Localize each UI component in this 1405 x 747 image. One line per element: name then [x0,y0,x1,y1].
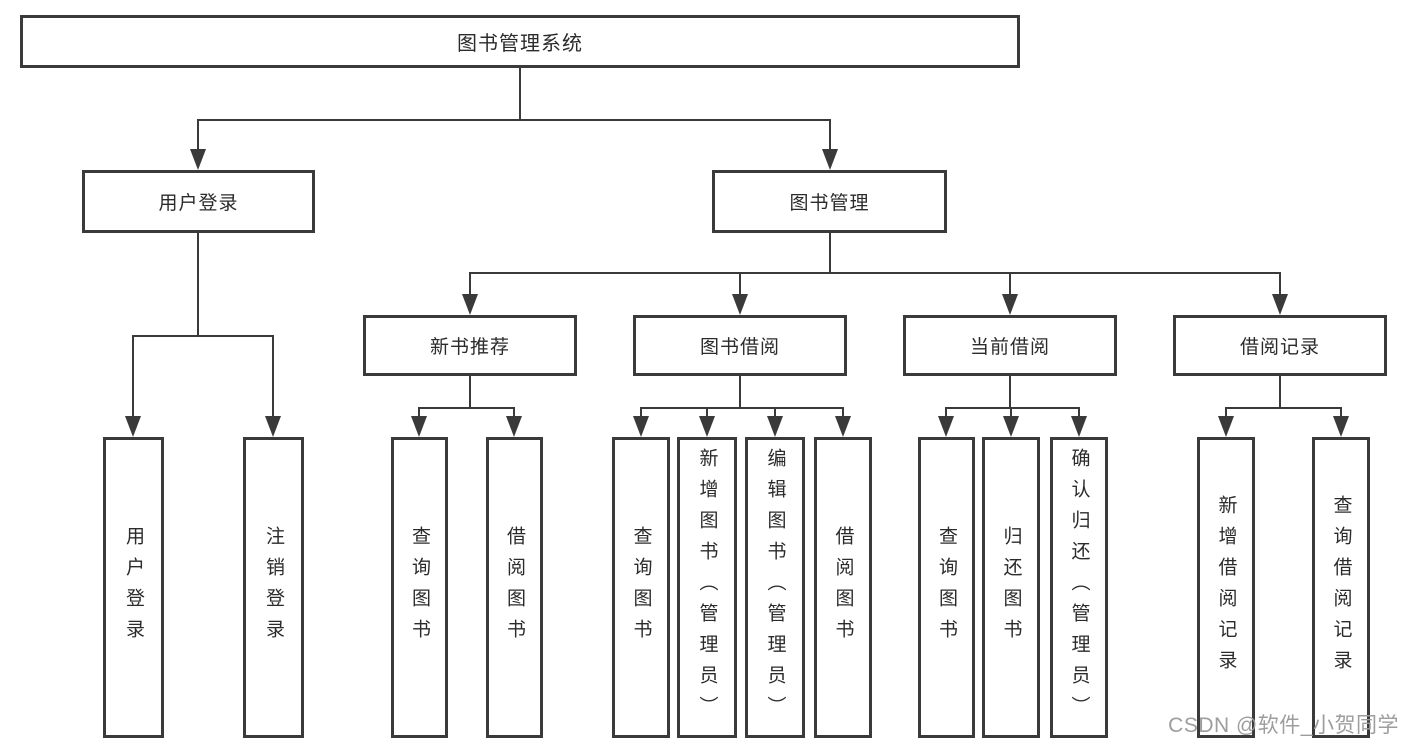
arrowhead-down-icon [190,149,206,170]
connector-hline [1225,407,1341,409]
arrowhead-down-icon [1002,294,1018,315]
connector-vline [739,376,741,409]
connector-vline [945,407,947,419]
arrowhead-down-icon [633,416,649,437]
arrowhead-down-icon [1218,416,1234,437]
connector-vline [1279,376,1281,409]
leaf-search-books-borrowing: 查询图书 [612,437,670,738]
connector-vline [1340,407,1342,419]
connector-vline [739,272,741,298]
leaf-search-borrow-record: 查询借阅记录 [1312,437,1370,738]
node-user-login: 用户登录 [82,170,315,233]
connector-hline [469,272,1281,274]
leaf-search-books-current: 查询图书 [918,437,975,738]
connector-vline [1078,407,1080,419]
leaf-user-login: 用户登录 [103,437,164,738]
leaf-logout: 注销登录 [243,437,304,738]
arrowhead-down-icon [767,416,783,437]
arrowhead-down-icon [938,416,954,437]
leaf-borrow-books-borrowing: 借阅图书 [814,437,872,738]
connector-vline [519,68,521,120]
connector-hline [640,407,844,409]
connector-hline [945,407,1079,409]
connector-vline [469,376,471,409]
leaf-confirm-return-admin: 确认归还（管理员） [1050,437,1108,738]
connector-vline [1010,407,1012,419]
arrowhead-down-icon [1003,416,1019,437]
connector-vline [774,407,776,419]
node-book-management: 图书管理 [712,170,947,233]
arrowhead-down-icon [732,294,748,315]
arrowhead-down-icon [835,416,851,437]
connector-vline [197,233,199,337]
leaf-borrow-books-recommend: 借阅图书 [486,437,543,738]
arrowhead-down-icon [1333,416,1349,437]
connector-vline [418,407,420,419]
arrowhead-down-icon [1272,294,1288,315]
connector-vline [640,407,642,419]
connector-vline [132,335,134,419]
arrowhead-down-icon [1071,416,1087,437]
connector-vline [197,119,199,153]
arrowhead-down-icon [411,416,427,437]
leaf-add-books-admin: 新增图书（管理员） [677,437,737,738]
connector-vline [706,407,708,419]
arrowhead-down-icon [506,416,522,437]
connector-vline [842,407,844,419]
connector-vline [272,335,274,419]
arrowhead-down-icon [265,416,281,437]
connector-vline [1009,272,1011,298]
csdn-watermark: CSDN @软件_小贺同学 [1168,714,1399,737]
node-root: 图书管理系统 [20,15,1020,68]
connector-hline [132,335,274,337]
arrowhead-down-icon [125,416,141,437]
connector-vline [513,407,515,419]
node-book-borrowing: 图书借阅 [633,315,847,376]
connector-vline [1225,407,1227,419]
arrowhead-down-icon [822,149,838,170]
connector-vline [829,119,831,153]
leaf-add-borrow-record: 新增借阅记录 [1197,437,1255,738]
connector-hline [418,407,515,409]
connector-vline [829,233,831,274]
arrowhead-down-icon [462,294,478,315]
leaf-search-books-recommend: 查询图书 [391,437,448,738]
node-borrow-records: 借阅记录 [1173,315,1387,376]
leaf-edit-books-admin: 编辑图书（管理员） [745,437,805,738]
connector-vline [1009,376,1011,409]
connector-vline [1279,272,1281,298]
node-new-book-recommendation: 新书推荐 [363,315,577,376]
connector-vline [469,272,471,298]
leaf-return-books: 归还图书 [982,437,1040,738]
node-current-borrowing: 当前借阅 [903,315,1117,376]
connector-hline [197,119,831,121]
arrowhead-down-icon [699,416,715,437]
